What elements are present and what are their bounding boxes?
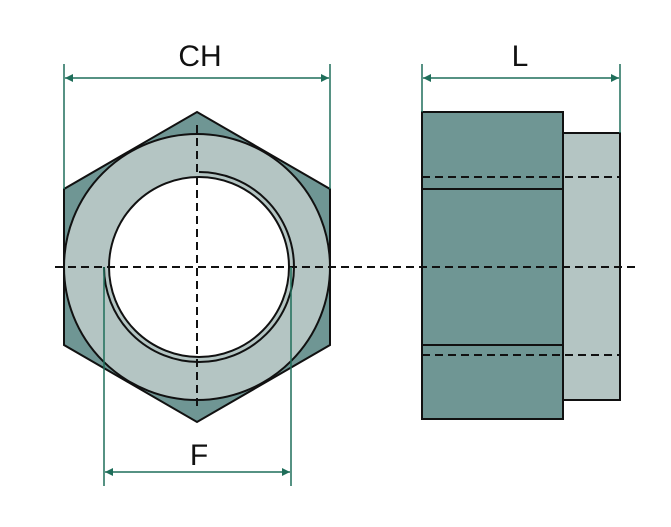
front-view xyxy=(63,110,331,424)
dimension-ch: CH xyxy=(63,40,331,189)
dimension-l: L xyxy=(421,40,621,133)
label-l: L xyxy=(512,40,529,73)
label-f: F xyxy=(190,439,208,472)
thread-arc xyxy=(103,171,295,363)
label-ch: CH xyxy=(178,40,221,73)
side-view xyxy=(421,111,621,420)
dimension-f: F xyxy=(103,267,292,486)
hex-body xyxy=(421,111,564,420)
